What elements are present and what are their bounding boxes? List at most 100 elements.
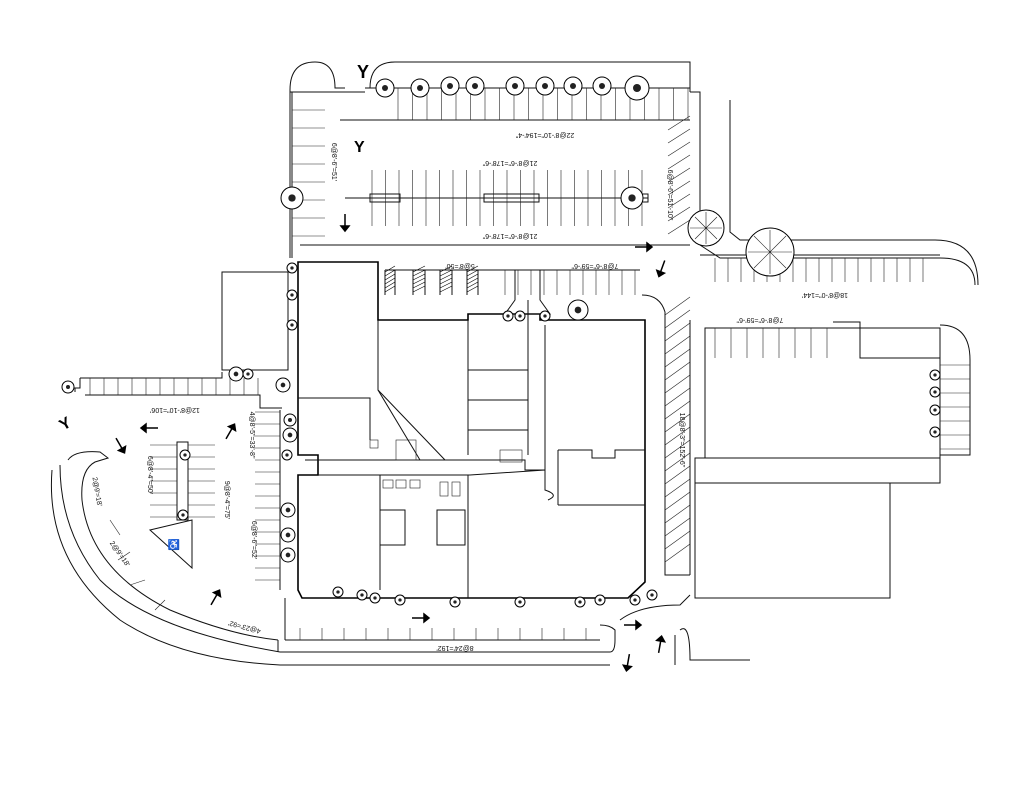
dim-front-small: 5@8'=50' [445,262,474,269]
stall-line [667,206,691,222]
stall-line [412,273,426,281]
tree-icon [336,590,340,594]
dim-west-col-a: 4@8'-5"=33'-8" [248,412,255,459]
stall-line [664,530,691,550]
stall-line [664,387,691,407]
tree-icon [933,373,937,377]
tree-icon [633,598,637,602]
traffic-arrow-icon [624,619,643,631]
stall-line [664,465,691,485]
stall-line [384,265,396,273]
stall-line [664,478,691,498]
tree-icon [285,507,291,513]
tree-icon [518,314,522,318]
stall-line [384,277,396,285]
stall-line [466,281,479,289]
handicap-island [148,519,193,570]
parking-island [369,193,401,203]
stall-line [412,285,426,293]
stall-line [664,374,691,394]
dim-north-top: 22@8'-10"=194'-4" [515,131,574,138]
stall-line [439,281,453,289]
tree-icon [506,314,510,318]
stall-line [439,285,453,293]
stall-line [439,273,453,281]
tree-icon [650,593,654,597]
tree-icon [290,293,294,297]
stall-line [439,265,453,273]
dim-west-col-d: 6@8'-6"=52' [250,521,257,559]
tree-icon [628,194,636,202]
dim-north-left: 6@8'-6"=51' [330,143,337,181]
stall-line [664,400,691,420]
traffic-arrow-icon [210,589,222,606]
stall-line [667,180,691,196]
tree-icon [447,83,453,89]
traffic-arrow-icon [655,634,667,654]
dim-south-row: 8@24'=192' [436,644,473,651]
tree-icon [578,600,582,604]
stall-line [664,439,691,459]
dim-east-top: 18@8'-0"=144' [802,291,848,298]
direction-icon: Y [354,139,365,156]
stall-line [384,281,396,289]
direction-icon: Y [57,414,75,434]
east-mid-stalls [714,328,828,358]
east-right-stalls [940,364,970,450]
stall-line [384,269,396,277]
dim-north-right: 6@8'-6"=51'-10" [666,170,673,221]
stall-line [667,115,691,131]
stall-line [664,296,691,316]
east-side-diagonal-stalls: 18@8'-3"=152'-6" [641,294,691,576]
traffic-arrow-icon [225,423,237,440]
traffic-arrow-icon [621,653,633,673]
tree-icon [285,453,289,457]
tree-icon [574,306,582,314]
stall-line [664,309,691,329]
tree-icon [687,209,725,247]
stall-line [664,361,691,381]
stall-line [664,322,691,342]
stall-line [117,551,131,561]
stall-line [154,599,166,611]
stall-line [667,219,691,235]
north-left-stalls [292,109,325,237]
north-parking-lot: 22@8'-10"=194'-4" 21@8'-6"=178'-6" 21@8'… [289,61,701,258]
tree-icon [290,323,294,327]
stall-line [664,335,691,355]
tree-icon [598,598,602,602]
stall-line [664,517,691,537]
stall-line [664,426,691,446]
stall-line [664,504,691,524]
east-top-stalls [714,258,924,282]
north-right-diagonal-stalls [667,115,691,235]
tree-icon [417,85,423,91]
tree-icon [633,84,641,92]
tree-icon [373,596,377,600]
stall-line [109,519,121,536]
tree-icon [290,266,294,270]
stall-line [129,579,146,586]
tree-icon [745,227,795,277]
tree-icon [285,532,291,538]
front-stalls: 5@8'=50' 7@8'-6"=59'-6" [384,262,640,295]
dim-east-side: 18@8'-3"=152'-6" [678,413,685,468]
dim-front-mid: 7@8'-6"=59'-6" [571,262,618,269]
north-mid-stalls-upper [371,170,643,198]
stall-line [466,273,479,281]
stall-line [664,452,691,472]
east-parking-lot: 18@8'-0"=144' 7@8'-6"=59'-6" [694,100,979,661]
west-parking-lot: 12@8'-10"=106' 6@8'-4"=50' 9@8'-4"=75' 4… [50,372,616,666]
stall-line [412,269,426,277]
stall-line [667,167,691,183]
tree-icon [512,83,518,89]
stall-line [667,141,691,157]
tree-icon [933,408,937,412]
tree-icon [398,598,402,602]
dim-east-mid: 7@8'-6"=59'-6" [736,316,783,323]
tree-icon [933,390,937,394]
stall-line [667,128,691,144]
stall-line [466,285,479,293]
traffic-arrow-icon [339,214,351,233]
